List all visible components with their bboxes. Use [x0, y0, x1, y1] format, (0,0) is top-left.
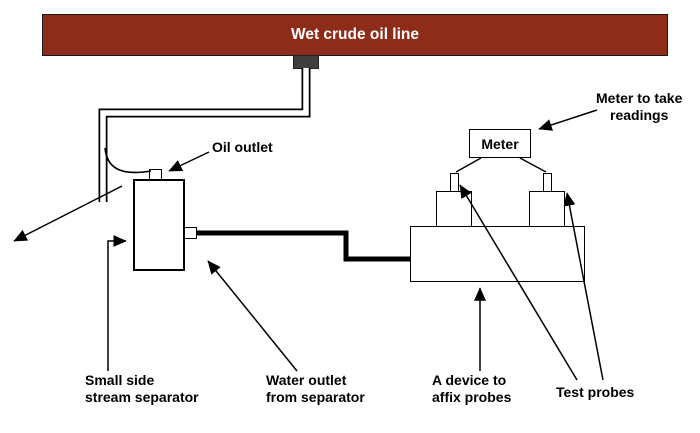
meter-lead-right	[519, 157, 547, 173]
meter-note-line1: Meter to take	[596, 90, 683, 106]
probe-terminal-right	[543, 173, 552, 192]
water-outlet-label-line1: Water outlet	[266, 372, 347, 388]
test-probe-left	[436, 191, 472, 227]
device-label: A device to affix probes	[432, 372, 511, 406]
meter-note-arrow	[538, 109, 598, 131]
oil-outlet-nub	[149, 169, 162, 180]
test-probes-arrow-right	[563, 192, 604, 381]
test-probes-label: Test probes	[556, 384, 635, 400]
water-outlet-label: Water outlet from separator	[266, 372, 365, 406]
probe-terminal-left	[450, 173, 459, 192]
device-label-line2: affix probes	[432, 389, 512, 405]
meter-note-label: Meter to take readings	[596, 90, 682, 124]
water-outlet-nub	[184, 227, 197, 239]
wet-crude-oil-line: Wet crude oil line	[42, 14, 668, 56]
test-probe-right	[529, 191, 565, 227]
wet-crude-oil-line-label: Wet crude oil line	[290, 26, 420, 43]
pipe-tap-connector	[293, 55, 319, 69]
meter-lead-left	[455, 157, 482, 173]
separator-label-line1: Small side	[85, 372, 155, 388]
separator-vessel	[133, 179, 185, 271]
separator-label: Small side stream separator	[85, 372, 199, 406]
probe-fixture-device	[410, 226, 585, 282]
down-left-flow-arrow	[13, 185, 123, 242]
device-label-line1: A device to	[432, 372, 507, 388]
water-outlet-label-line2: from separator	[266, 389, 365, 405]
oil-outlet-label: Oil outlet	[212, 139, 273, 155]
separator-label-line2: stream separator	[85, 389, 199, 405]
meter-note-line2: readings	[610, 107, 669, 123]
meter-box-label: Meter	[481, 135, 519, 152]
separator-arrow	[107, 235, 127, 371]
hose-curve	[104, 147, 152, 174]
oil-outlet-arrow	[168, 151, 210, 172]
meter-box: Meter	[469, 129, 531, 158]
water-outlet-line	[197, 230, 411, 262]
water-outlet-arrow	[207, 260, 298, 372]
